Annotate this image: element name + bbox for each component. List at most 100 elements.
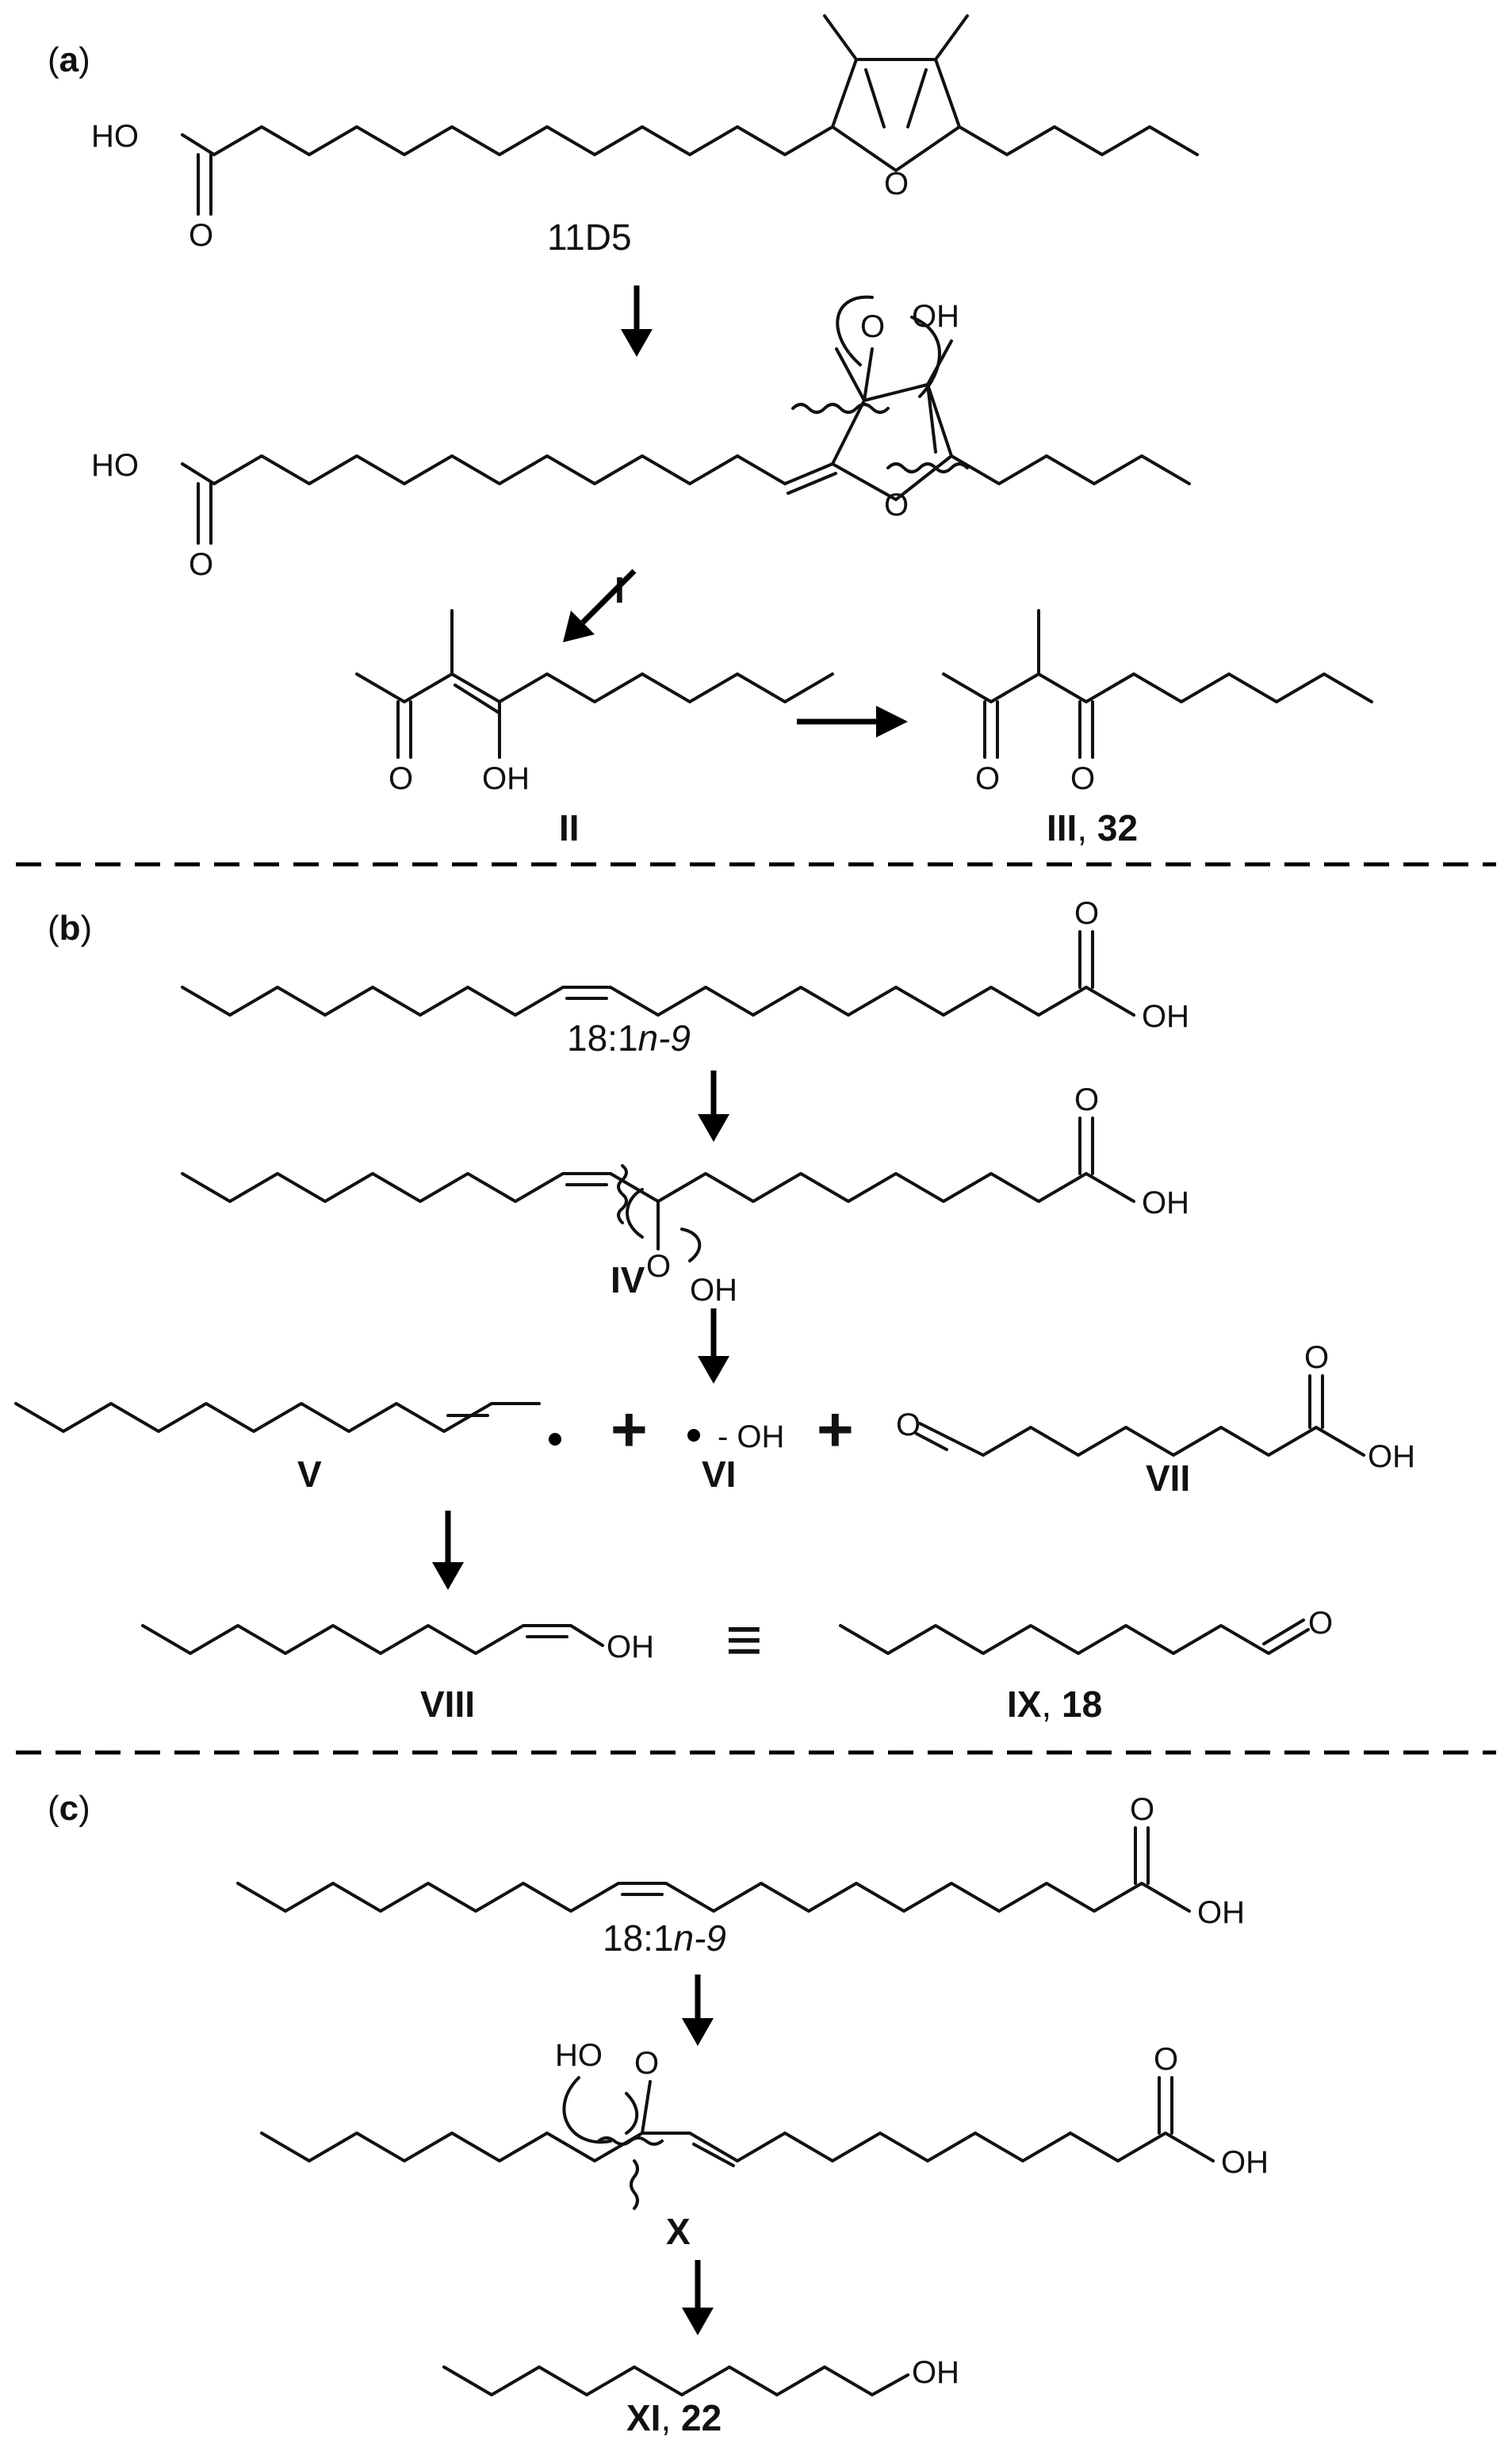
hydroxyl-radical-VI: - OH VI bbox=[687, 1419, 784, 1495]
aldehyde-oxygen: O bbox=[896, 1408, 921, 1442]
chain bbox=[442, 2365, 909, 2396]
electron-arrow bbox=[836, 295, 874, 366]
carbonyl-oxygen: O bbox=[1074, 1082, 1099, 1117]
hydroxyl-label: HO bbox=[91, 119, 139, 154]
acid-chain bbox=[181, 454, 787, 485]
carbonyl-oxygen: O bbox=[1130, 1792, 1154, 1827]
furan-oxygen: O bbox=[884, 167, 909, 201]
cleavage-wavy-1 bbox=[791, 403, 890, 414]
panel-a-label: (a) bbox=[48, 40, 90, 79]
plus-sign-1: + bbox=[611, 1394, 648, 1465]
aldehyde-bond bbox=[915, 1422, 953, 1451]
aldehyde-oxygen: O bbox=[1308, 1606, 1333, 1641]
carbonyl-oxygen: O bbox=[389, 761, 413, 796]
electron-arrow-2 bbox=[625, 2092, 639, 2135]
hydroxyl-label: OH bbox=[912, 2355, 959, 2390]
exocyclic-double-bond bbox=[783, 462, 837, 495]
enol-hydroxyl: OH bbox=[607, 1630, 654, 1664]
peroxide-oxygen: O bbox=[860, 309, 885, 344]
acid-chain bbox=[181, 125, 834, 156]
chain bbox=[839, 1624, 1310, 1655]
compound-name-oleic: 18:1n-9 bbox=[567, 1017, 691, 1059]
hydroxyl-label: OH bbox=[1197, 1895, 1245, 1930]
product-XI-label: XI, 22 bbox=[626, 2397, 722, 2438]
carbonyl-oxygen: O bbox=[1074, 896, 1099, 931]
VII-label: VII bbox=[1146, 1457, 1190, 1499]
compound-name-11D5: 11D5 bbox=[547, 216, 632, 258]
aldehyde-acid-VII: O O OH VII bbox=[896, 1340, 1415, 1499]
arrow-a1 bbox=[621, 285, 653, 357]
arrow-b1 bbox=[698, 1071, 729, 1142]
peroxide-bond bbox=[863, 347, 874, 402]
carbonyl-bond bbox=[1078, 930, 1094, 989]
cleavage-wavy bbox=[597, 2136, 664, 2146]
peroxide-oxygen: O bbox=[646, 1249, 671, 1284]
carbonyl-oxygen: O bbox=[1154, 2042, 1178, 2077]
electron-arrow-2 bbox=[680, 1228, 702, 1262]
plus-sign-2: + bbox=[817, 1394, 854, 1465]
chain bbox=[950, 1426, 1365, 1457]
intermediate-X: HO O O OH X bbox=[260, 2038, 1269, 2252]
alkenyl-chain bbox=[14, 1402, 541, 1433]
hydroxyl-label: HO bbox=[91, 448, 139, 483]
compound-name-oleic: 18:1n-9 bbox=[603, 1917, 726, 1959]
arrow-b2 bbox=[698, 1308, 729, 1384]
arrow-b3 bbox=[432, 1511, 464, 1590]
hydroxyl-radical-label: - OH bbox=[718, 1419, 784, 1454]
electron-arrow bbox=[626, 1188, 644, 1239]
aldehyde-double-bond bbox=[1262, 1618, 1305, 1645]
hydroxyl-label: OH bbox=[1142, 1186, 1189, 1220]
enol-hydroxyl: OH bbox=[482, 761, 530, 796]
product-III-label: III, 32 bbox=[1047, 807, 1138, 848]
peroxide-hydroxyl: OH bbox=[690, 1273, 737, 1308]
carbonyl-bond bbox=[197, 482, 212, 545]
panel-b-label: (b) bbox=[48, 909, 92, 948]
hydroxyl-label: OH bbox=[1221, 2145, 1269, 2180]
ring-oxygen: O bbox=[884, 488, 909, 523]
carbonyl-oxygen: O bbox=[189, 547, 213, 582]
panel-c-label: (c) bbox=[48, 1789, 90, 1828]
arrow-c2 bbox=[682, 2260, 714, 2335]
cleavage-wavy-2 bbox=[886, 462, 969, 473]
furan-fatty-acid-11D5: HO O O 11D5 bbox=[91, 14, 1199, 258]
carbonyl-oxygen-1: O bbox=[975, 761, 1000, 796]
enol-VIII: OH VIII bbox=[141, 1624, 654, 1725]
hydroxyl-label: OH bbox=[1368, 1439, 1415, 1474]
carbonyl-1 bbox=[983, 700, 999, 759]
dione-skeleton bbox=[942, 672, 1373, 703]
product-IX-label: IX, 18 bbox=[1007, 1683, 1102, 1725]
fatty-chain bbox=[236, 1882, 1191, 1913]
intermediate-I: HO O O OH O bbox=[91, 295, 1191, 582]
arrow-a3 bbox=[797, 706, 908, 737]
carbonyl-oxygen: O bbox=[1304, 1340, 1329, 1375]
intermediate-IV-label: IV bbox=[611, 1259, 645, 1300]
peroxide-hydroxyl: OH bbox=[912, 299, 959, 334]
equivalence-sign: ≡ bbox=[725, 1604, 763, 1675]
ring-methyls bbox=[823, 14, 969, 61]
pentyl-chain bbox=[950, 454, 1191, 485]
chain bbox=[141, 1624, 604, 1655]
trans-double-bond bbox=[692, 2143, 735, 2167]
electron-arrow bbox=[562, 2076, 612, 2144]
arrow-a2: I bbox=[563, 569, 637, 642]
electron-arrow-2 bbox=[910, 316, 941, 398]
opened-ring bbox=[831, 383, 953, 501]
intermediate-IV: O OH O OH IV bbox=[181, 1082, 1189, 1308]
peroxide-oxygen: O bbox=[634, 2046, 659, 2081]
peroxide-hydroxyl: HO bbox=[555, 2038, 603, 2073]
carbonyl-bond bbox=[197, 153, 212, 216]
radical-dot bbox=[687, 1429, 700, 1442]
panel-c: (c) O OH 18:1n-9 HO O O OH bbox=[48, 1789, 1269, 2438]
product-III: O O III, 32 bbox=[942, 609, 1373, 848]
cleavage-wavy bbox=[617, 1164, 628, 1224]
carbonyl-bond bbox=[1158, 2076, 1173, 2135]
carbonyl-oxygen-2: O bbox=[1070, 761, 1095, 796]
enol-skeleton bbox=[355, 672, 834, 703]
cleavage-wavy-2 bbox=[630, 2159, 639, 2210]
intermediate-X-label: X bbox=[666, 2211, 691, 2252]
fatty-chain bbox=[181, 986, 1135, 1017]
intermediate-II: O OH II bbox=[355, 609, 834, 848]
fatty-chain bbox=[181, 1172, 1135, 1203]
fatty-chain bbox=[260, 2132, 1215, 2162]
